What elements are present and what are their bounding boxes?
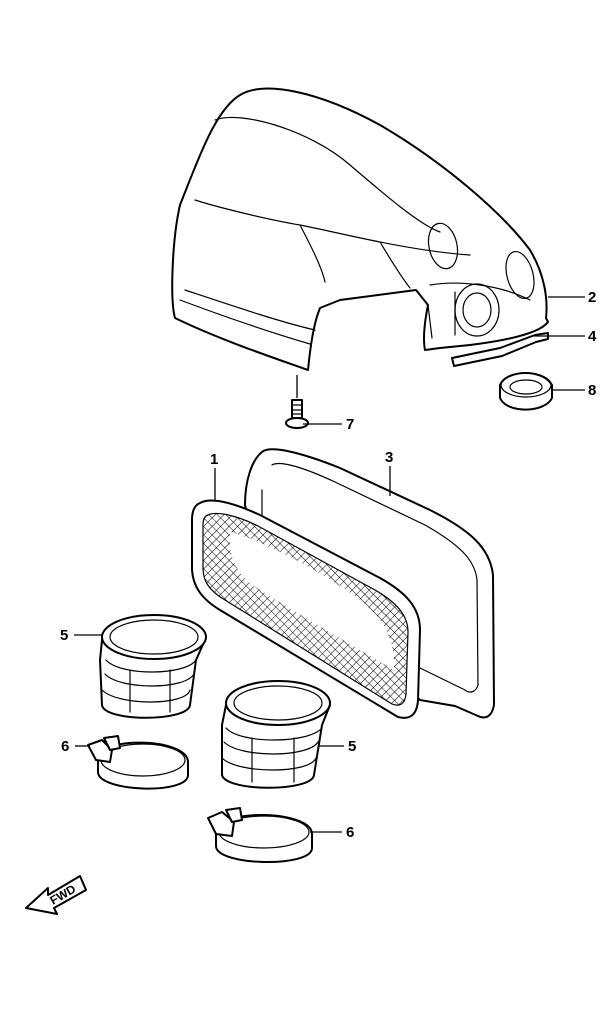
callout-7: 7	[346, 416, 354, 433]
fwd-arrow-icon: FWD	[25, 875, 87, 915]
callout-1: 1	[210, 451, 218, 468]
intake-duct-part-5-left	[99, 614, 207, 719]
callout-2: 2	[588, 289, 596, 306]
hose-clamp-part-6-right	[207, 807, 313, 863]
callout-5-right: 5	[348, 738, 356, 755]
callout-5-left: 5	[60, 627, 68, 644]
intake-duct-part-5-right	[221, 680, 331, 789]
callout-4: 4	[588, 328, 597, 345]
callout-6-right: 6	[346, 824, 354, 841]
callout-8: 8	[588, 382, 596, 399]
grommet-part-8	[499, 372, 553, 411]
silencer-cover-part-2	[171, 87, 549, 371]
filter-element-part-1	[191, 499, 421, 719]
callout-6-left: 6	[61, 738, 69, 755]
screw-part-7	[285, 375, 309, 429]
gasket-part-4	[451, 332, 549, 367]
leader-lines	[74, 296, 585, 833]
callout-3: 3	[385, 449, 393, 466]
hose-clamp-part-6-left	[87, 735, 189, 790]
